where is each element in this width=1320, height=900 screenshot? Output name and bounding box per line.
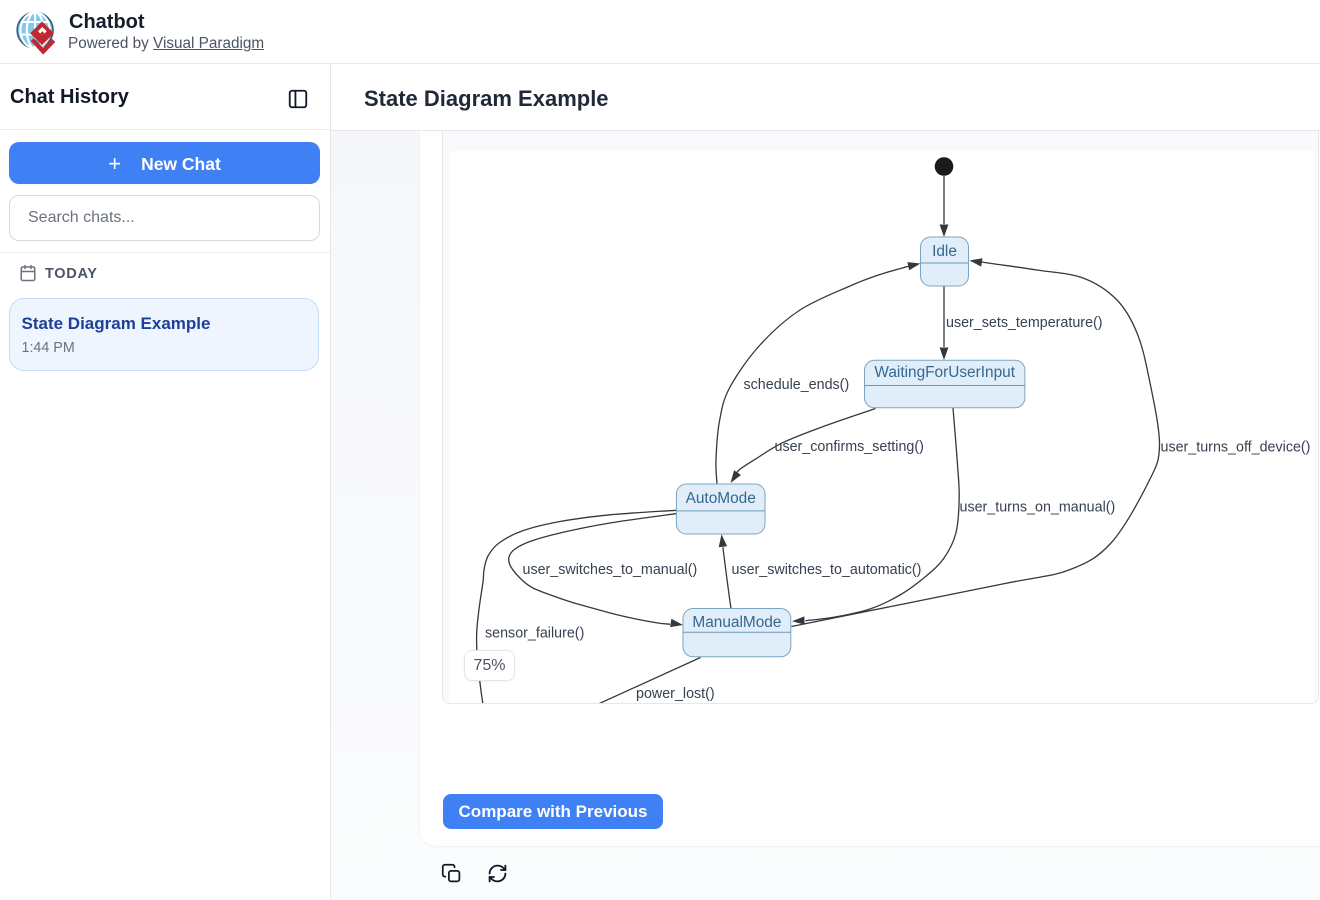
svg-text:sensor_failure(): sensor_failure() [485,626,584,642]
svg-text:user_switches_to_manual(): user_switches_to_manual() [523,562,698,578]
svg-text:AutoMode: AutoMode [686,490,756,507]
svg-text:WaitingForUserInput: WaitingForUserInput [874,364,1015,381]
svg-text:ManualMode: ManualMode [692,614,781,631]
svg-text:user_turns_on_manual(): user_turns_on_manual() [960,500,1116,516]
svg-text:Idle: Idle [932,243,957,260]
svg-text:user_switches_to_automatic(): user_switches_to_automatic() [732,562,922,578]
svg-text:user_turns_off_device(): user_turns_off_device() [1161,440,1311,456]
svg-text:schedule_ends(): schedule_ends() [744,377,850,393]
svg-text:power_lost(): power_lost() [636,686,715,702]
svg-text:user_sets_temperature(): user_sets_temperature() [946,315,1103,331]
svg-text:user_confirms_setting(): user_confirms_setting() [775,439,924,455]
